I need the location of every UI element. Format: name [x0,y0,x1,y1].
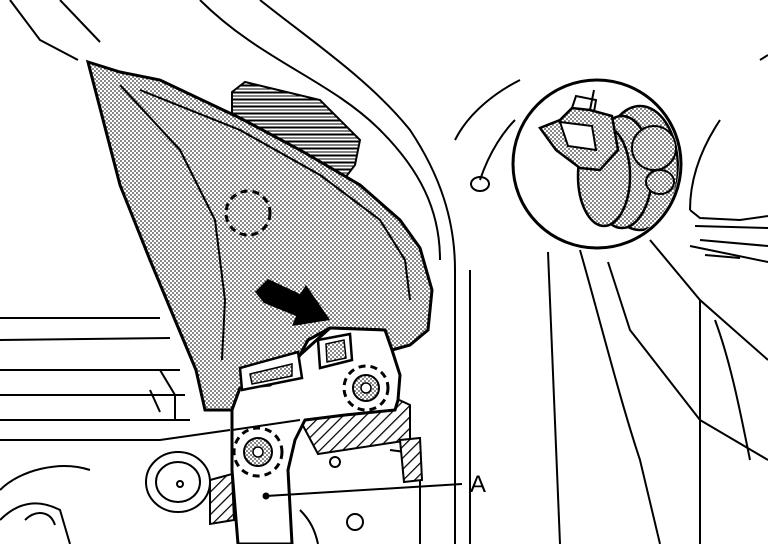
inset-leader-lines [589,89,595,111]
clip-location-upper [224,189,272,237]
clip-detail-inset [511,78,683,250]
clip-location-right [342,364,390,412]
removal-direction-arrow [255,279,330,326]
callout-A: A [262,471,486,500]
callout-A-label: A [470,471,486,498]
clip-location-lower [232,426,284,478]
